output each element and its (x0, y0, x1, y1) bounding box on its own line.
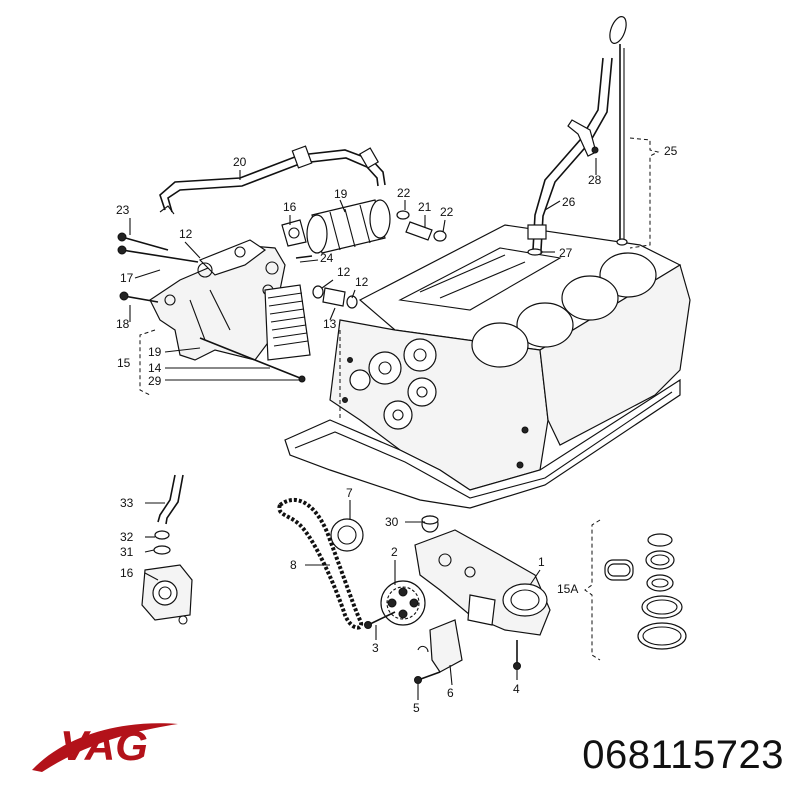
callout-22-a: 22 (397, 186, 411, 200)
oil-pump-assembly (364, 529, 551, 684)
callout-33: 33 (120, 496, 134, 510)
callout-25: 25 (664, 144, 678, 158)
callout-12-a: 12 (179, 227, 193, 241)
dipstick-assembly (527, 16, 628, 256)
callout-2: 2 (391, 545, 398, 559)
callout-3: 3 (372, 641, 379, 655)
callout-15A: 15A (557, 582, 578, 596)
oil-pipe-assembly (141, 474, 193, 625)
callout-30: 30 (385, 515, 399, 529)
callout-26: 26 (562, 195, 576, 209)
callout-labels: 20 19 22 21 22 16 23 12 24 12 12 17 13 1… (116, 144, 678, 715)
callout-32: 32 (120, 530, 134, 544)
callout-31: 31 (120, 545, 134, 559)
callout-17: 17 (120, 271, 134, 285)
breather-hose (159, 145, 386, 213)
oil-filter (281, 199, 447, 254)
callout-23: 23 (116, 203, 130, 217)
gasket-set (584, 519, 687, 661)
callout-21: 21 (418, 200, 432, 214)
callout-7: 7 (346, 486, 353, 500)
callout-5: 5 (413, 701, 420, 715)
callout-19-filter: 19 (334, 187, 348, 201)
group-brace-15 (139, 329, 156, 396)
callout-8: 8 (290, 558, 297, 572)
callout-1: 1 (538, 555, 545, 569)
callout-6: 6 (447, 686, 454, 700)
callout-22-b: 22 (440, 205, 454, 219)
callout-14: 14 (148, 361, 162, 375)
callout-24: 24 (320, 251, 334, 265)
callout-15: 15 (117, 356, 131, 370)
engine-block (284, 224, 691, 509)
callout-20: 20 (233, 155, 247, 169)
callout-4: 4 (513, 682, 520, 696)
callout-12-c: 12 (355, 275, 369, 289)
callout-29: 29 (148, 374, 162, 388)
oil-cooler-bracket (117, 205, 358, 383)
callout-18: 18 (116, 317, 130, 331)
callout-19-bracket: 19 (148, 345, 162, 359)
timing-chain (277, 498, 439, 630)
group-brace-25 (629, 137, 660, 249)
callout-16-top: 16 (283, 200, 297, 214)
callout-12-b: 12 (337, 265, 351, 279)
leader-lines (129, 158, 597, 700)
callout-16-bottom: 16 (120, 566, 134, 580)
svg-text:VAG: VAG (60, 722, 148, 769)
callout-27: 27 (559, 246, 573, 260)
callout-13: 13 (323, 317, 337, 331)
callout-28: 28 (588, 173, 602, 187)
vag-logo: VAG (32, 722, 178, 772)
part-number: 068115723 (582, 733, 784, 777)
